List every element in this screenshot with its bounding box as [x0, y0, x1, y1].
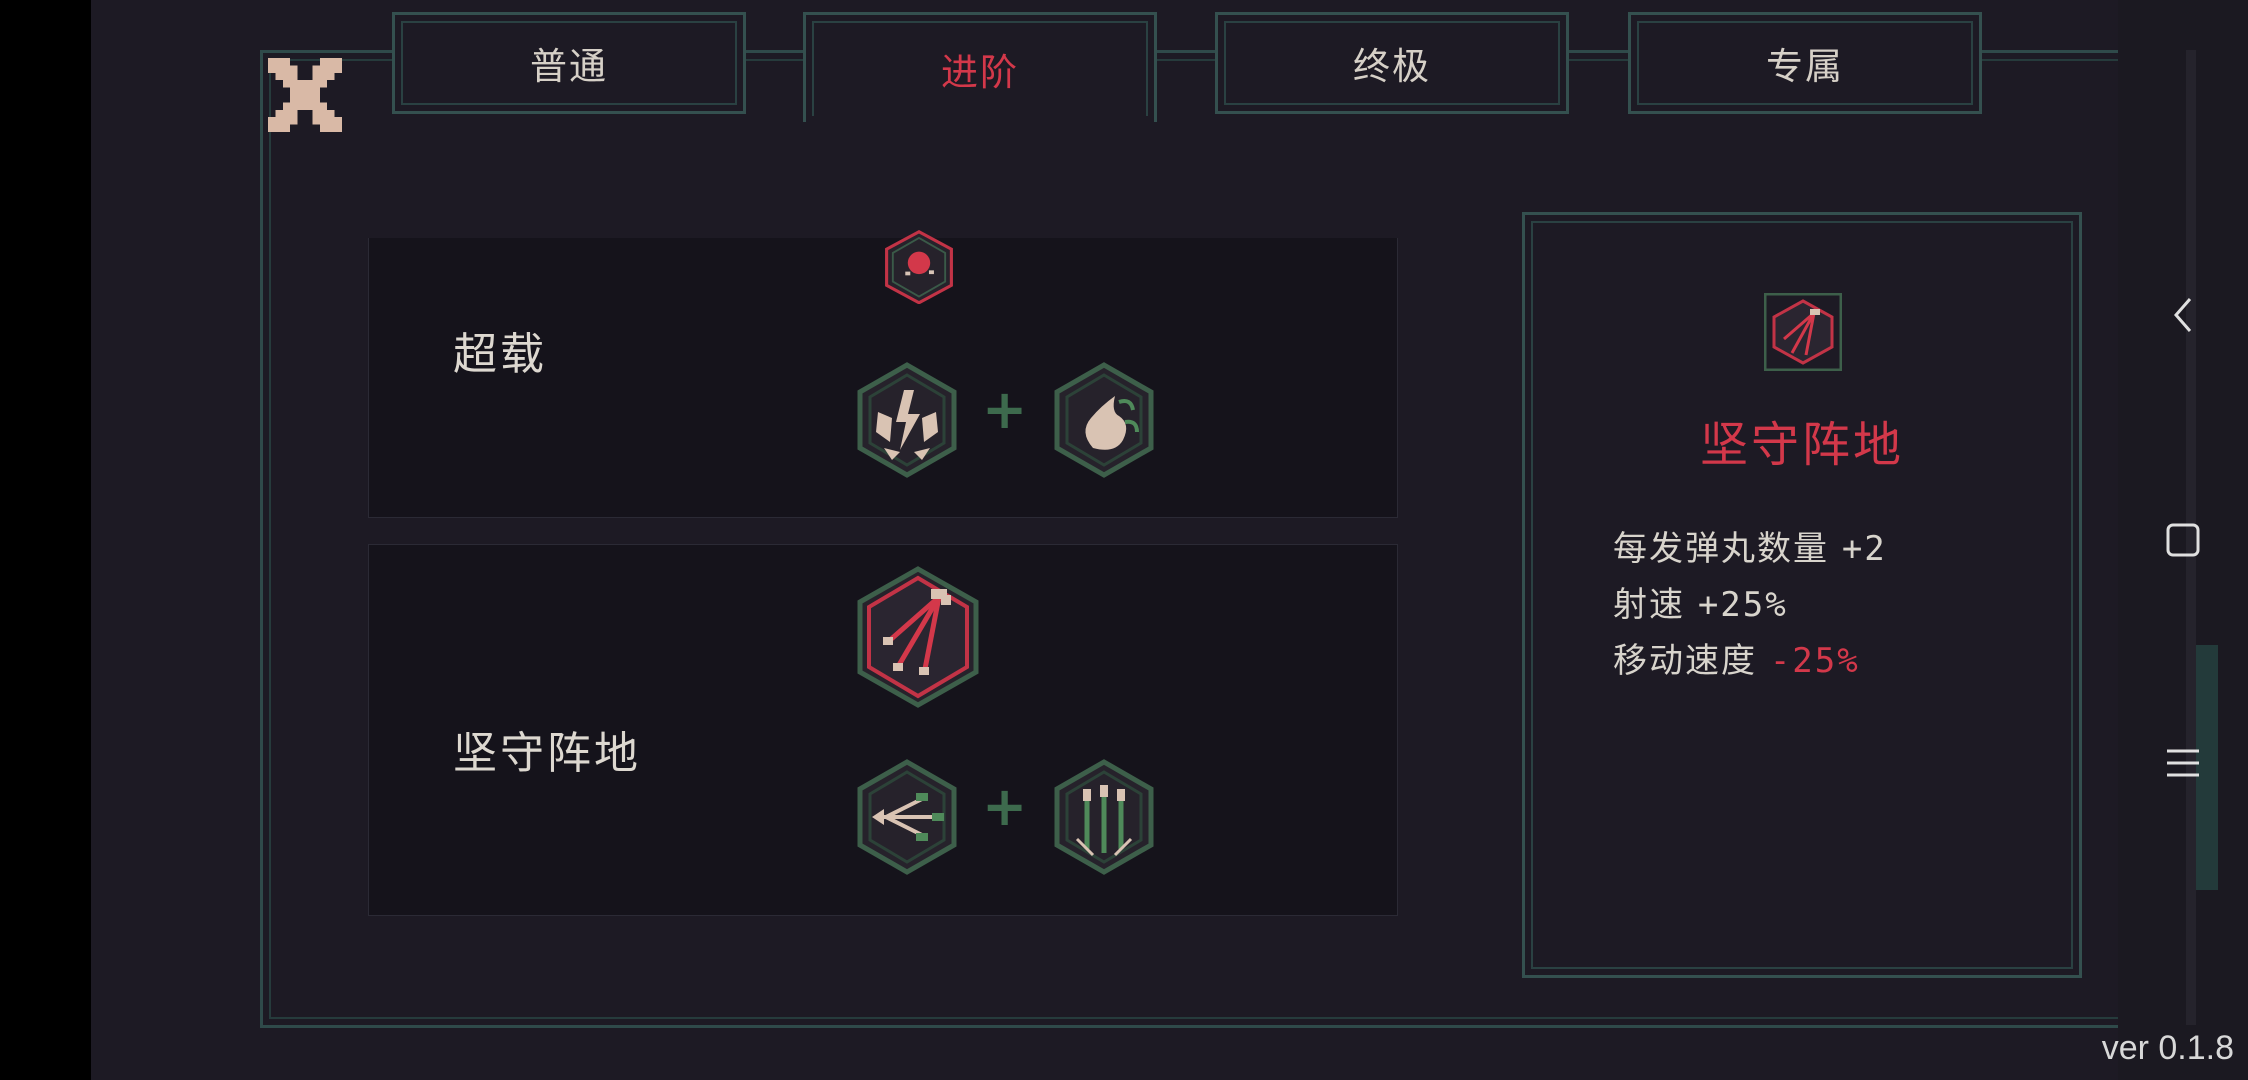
stat-value: +25%: [1697, 585, 1788, 625]
menu-icon: [2167, 749, 2199, 777]
tab-label: 专属: [1766, 45, 1844, 88]
stat-value: +2: [1841, 529, 1887, 569]
home-button[interactable]: [2148, 505, 2218, 575]
combo-name: 坚守阵地: [453, 728, 641, 779]
plus-sign: +: [982, 775, 1028, 838]
triple-shot-hex-icon[interactable]: [855, 565, 981, 709]
square-icon: [2166, 523, 2200, 557]
triple-bullets-hex-icon[interactable]: [1053, 759, 1155, 875]
tab-normal[interactable]: 普通: [392, 12, 746, 114]
version-label: ver 0.1.8: [2101, 1029, 2234, 1067]
scroll-thumb[interactable]: [2196, 645, 2218, 890]
stat-move-speed: 移动速度 -25%: [1613, 633, 1860, 682]
chevron-left-icon: [2174, 298, 2192, 332]
stat-value: -25%: [1769, 641, 1860, 681]
detail-title: 坚守阵地: [1699, 417, 1904, 473]
tab-advanced[interactable]: 进阶: [803, 12, 1157, 122]
tab-label: 终极: [1353, 45, 1431, 88]
recents-button[interactable]: [2148, 728, 2218, 798]
close-icon[interactable]: [268, 58, 342, 132]
combo-panel-overload: 超载 +: [368, 229, 1398, 518]
tab-label: 进阶: [941, 50, 1019, 94]
stat-label: 射速: [1613, 585, 1698, 625]
stat-label: 每发弹丸数量: [1613, 529, 1842, 569]
combo-name: 超载: [453, 329, 547, 380]
scroll-track: [2186, 50, 2196, 1025]
fireball-hex-icon[interactable]: [1053, 362, 1155, 478]
triple-shot-hex-icon: [1764, 293, 1842, 371]
tab-ultimate[interactable]: 终极: [1215, 12, 1569, 114]
stat-fire-rate: 射速 +25%: [1613, 577, 1788, 626]
red-orb-hex-icon[interactable]: [857, 228, 981, 304]
stat-projectiles: 每发弹丸数量 +2: [1613, 521, 1887, 570]
system-nav-bar: [2118, 0, 2248, 1080]
combo-panel-hold-ground: 坚守阵地 +: [368, 544, 1398, 916]
stat-label: 移动速度: [1613, 641, 1770, 681]
plus-sign: +: [982, 378, 1028, 441]
tab-exclusive[interactable]: 专属: [1628, 12, 1982, 114]
back-button[interactable]: [2148, 280, 2218, 350]
detail-panel: 坚守阵地 每发弹丸数量 +2 射速 +25% 移动速度 -25%: [1522, 212, 2082, 978]
tab-label: 普通: [530, 45, 608, 88]
spread-arrows-hex-icon[interactable]: [856, 759, 958, 875]
lightning-burst-hex-icon[interactable]: [856, 362, 958, 478]
